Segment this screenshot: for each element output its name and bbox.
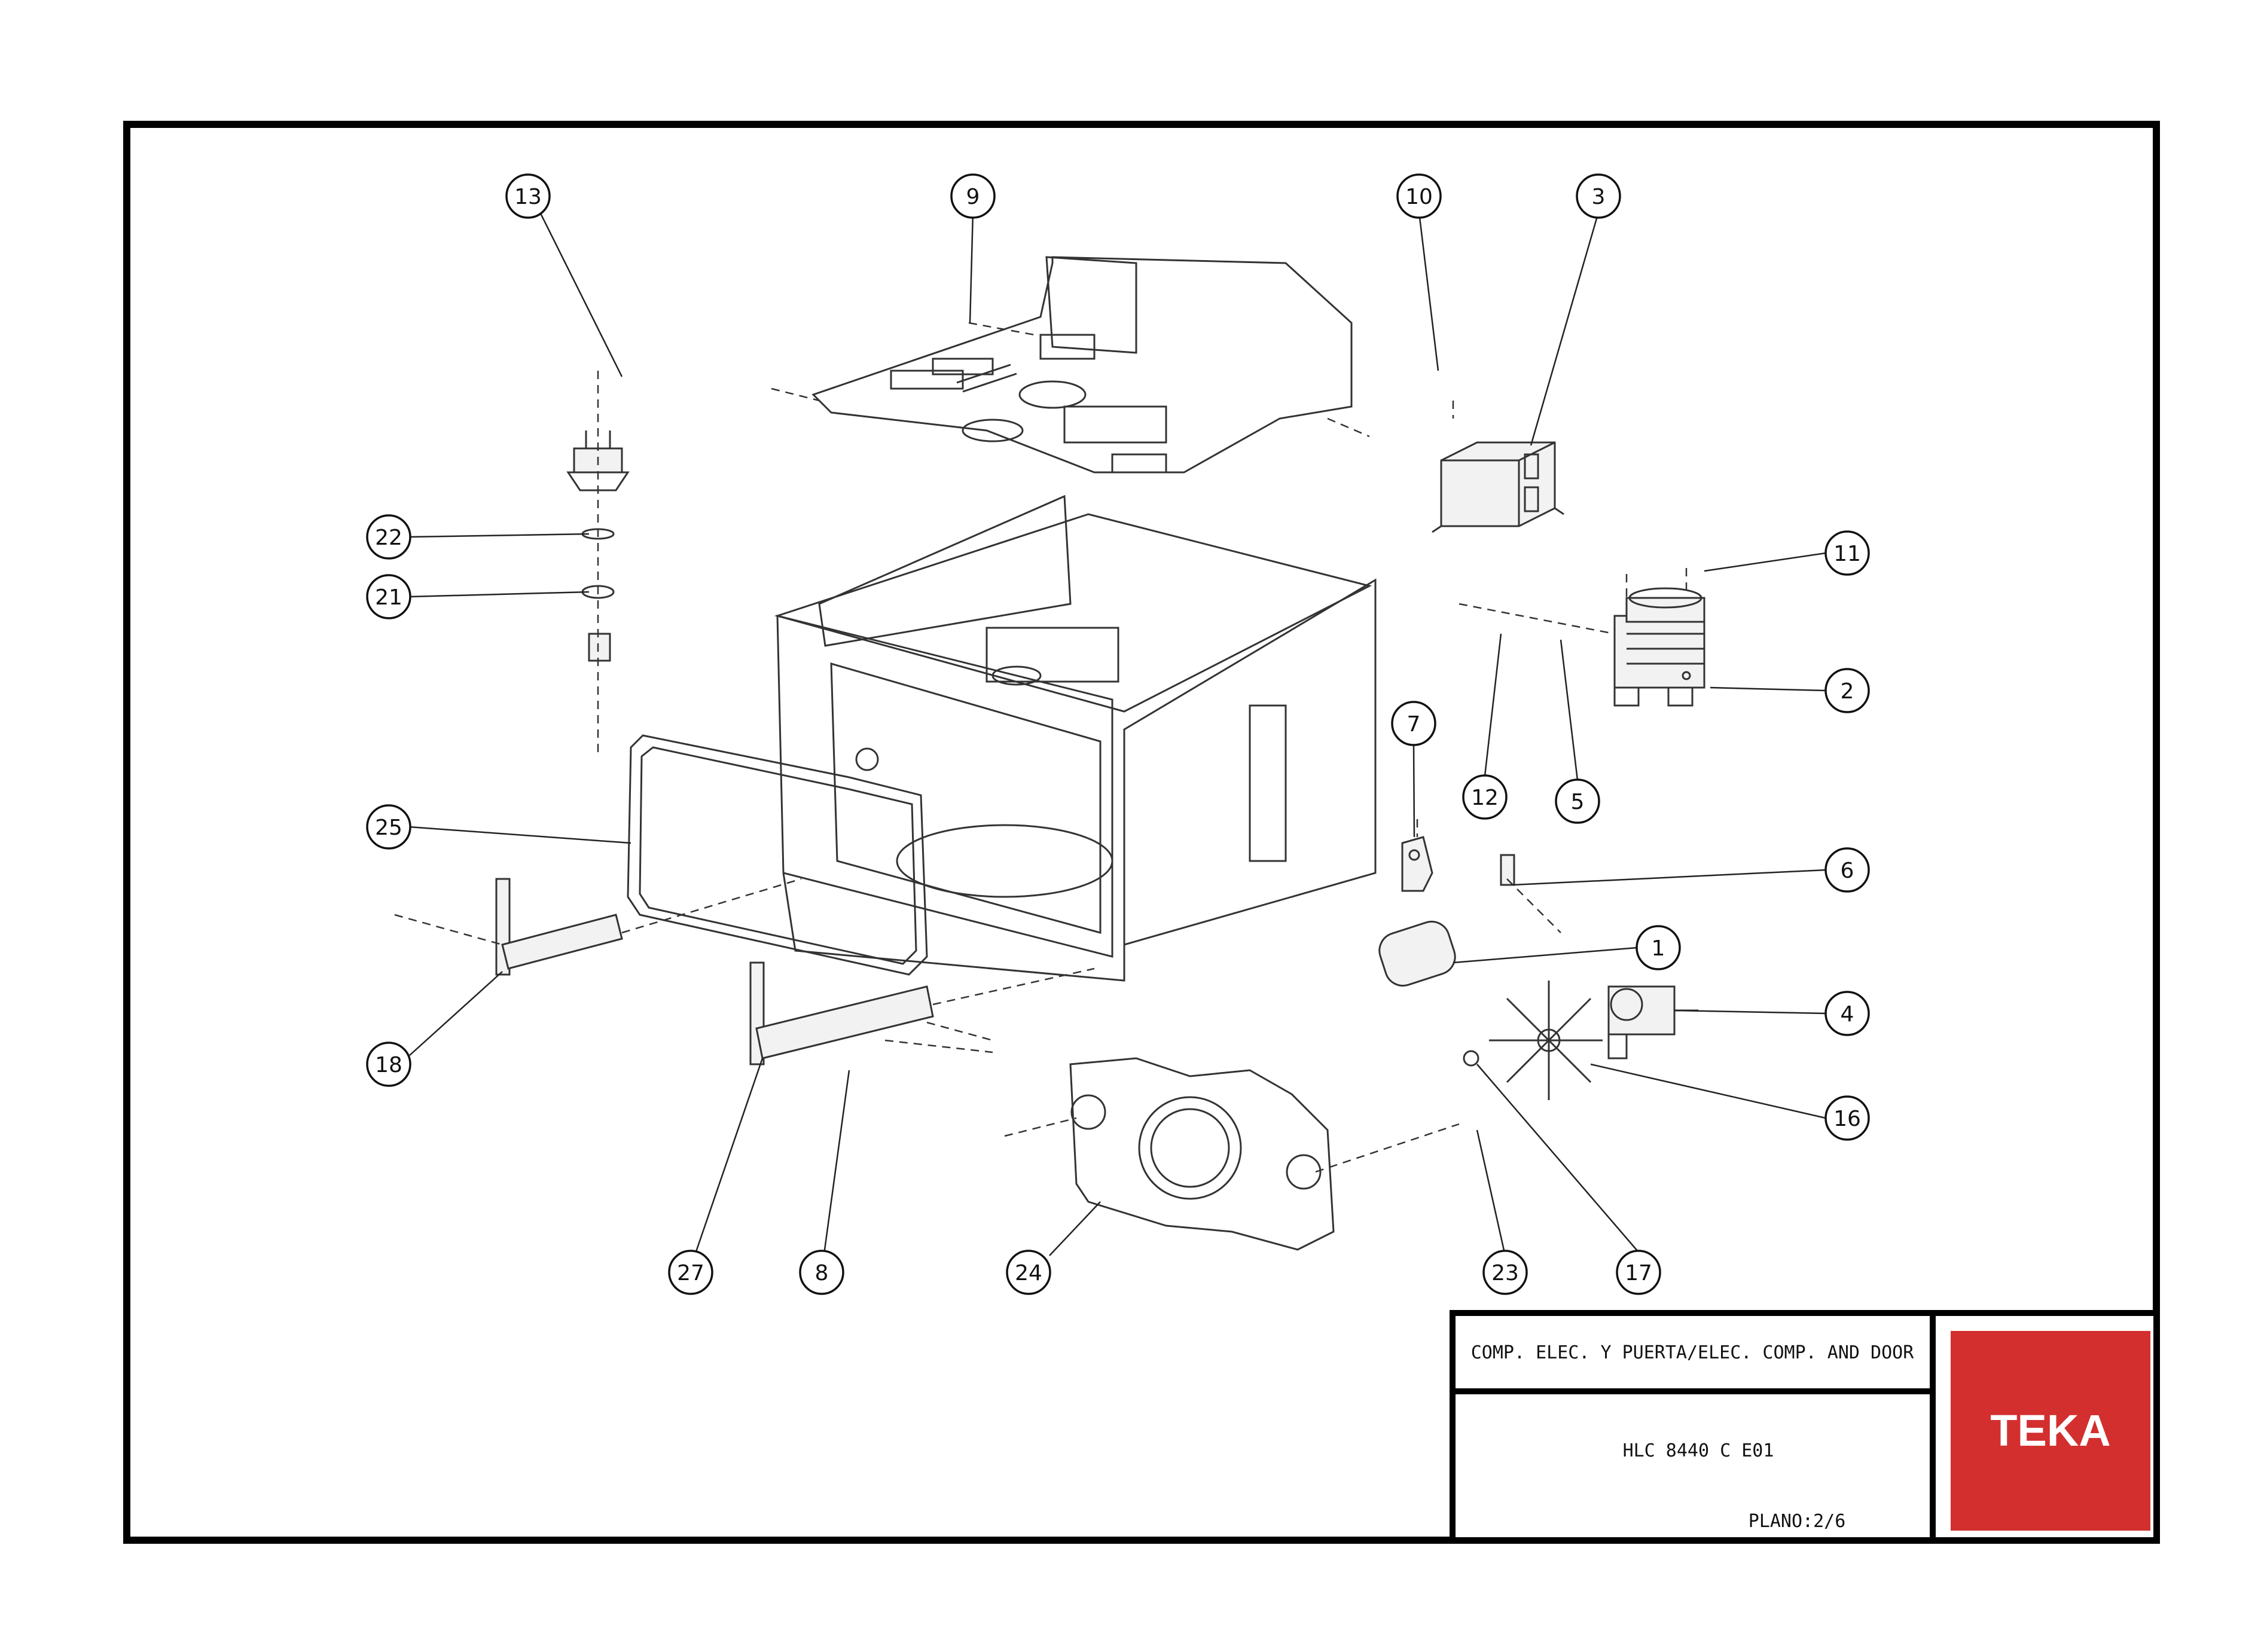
- callout-9: 9: [950, 173, 996, 219]
- title-block: COMP. ELEC. Y PUERTA/ELEC. COMP. AND DOO…: [1450, 1310, 2159, 1543]
- callout-7: 7: [1391, 701, 1436, 746]
- rear-cover: [1004, 1057, 1460, 1251]
- fan-motor: [1607, 985, 1698, 1059]
- screw-guides: [771, 322, 1688, 933]
- model-number: HLC 8440 C E01: [1623, 1440, 1774, 1461]
- callout-27: 27: [668, 1250, 713, 1295]
- fan-blade: [1463, 981, 1603, 1100]
- svg-text:1: 1: [1652, 936, 1665, 961]
- callout-3: 3: [1576, 173, 1621, 219]
- callout-6: 6: [1824, 847, 1870, 893]
- callout-balloons: 13 9 10 3 22 21 11 2: [366, 173, 1870, 1295]
- left-hinge: [394, 878, 802, 976]
- callout-17: 17: [1616, 1250, 1661, 1295]
- door-seal: [627, 734, 928, 976]
- svg-text:12: 12: [1471, 786, 1499, 810]
- svg-text:6: 6: [1841, 859, 1854, 883]
- svg-text:24: 24: [1015, 1261, 1042, 1285]
- parts-artwork: [394, 256, 1705, 1251]
- callout-25: 25: [366, 804, 411, 850]
- callout-11: 11: [1824, 530, 1870, 576]
- callout-4: 4: [1824, 991, 1870, 1036]
- svg-text:22: 22: [375, 526, 402, 550]
- svg-text:16: 16: [1833, 1107, 1861, 1131]
- callout-16: 16: [1824, 1095, 1870, 1141]
- svg-text:27: 27: [677, 1261, 704, 1285]
- teka-logo-text: TEKA: [1990, 1406, 2110, 1455]
- svg-text:10: 10: [1405, 185, 1433, 209]
- callout-24: 24: [1006, 1250, 1051, 1295]
- callout-22: 22: [366, 514, 411, 560]
- svg-text:4: 4: [1841, 1002, 1854, 1027]
- svg-text:5: 5: [1571, 790, 1585, 814]
- svg-text:7: 7: [1407, 712, 1421, 737]
- svg-text:9: 9: [966, 185, 980, 209]
- callout-1: 1: [1636, 925, 1681, 970]
- svg-text:18: 18: [375, 1053, 402, 1077]
- svg-text:11: 11: [1833, 542, 1861, 566]
- callout-12: 12: [1462, 774, 1508, 820]
- drawing-frame: [123, 121, 2160, 1544]
- fuse-and-brackets: [1401, 836, 1515, 892]
- callout-13: 13: [505, 173, 551, 219]
- leader-lines: [409, 212, 1826, 1259]
- svg-text:17: 17: [1625, 1261, 1652, 1285]
- callout-5: 5: [1555, 778, 1600, 824]
- svg-text:8: 8: [815, 1261, 829, 1285]
- sheet-number: PLANO:2/6: [1749, 1511, 1846, 1532]
- callout-18: 18: [366, 1042, 411, 1087]
- right-hinge: [749, 961, 1095, 1065]
- svg-text:3: 3: [1592, 185, 1606, 209]
- svg-text:13: 13: [514, 185, 542, 209]
- capacitor: [1378, 920, 1456, 987]
- svg-text:21: 21: [375, 585, 402, 610]
- callout-10: 10: [1396, 173, 1442, 219]
- drawing-description: COMP. ELEC. Y PUERTA/ELEC. COMP. AND DOO…: [1471, 1342, 1914, 1363]
- callout-23: 23: [1482, 1250, 1528, 1295]
- transformer: [1432, 441, 1564, 533]
- callout-21: 21: [366, 574, 411, 619]
- stirrer-assembly: [566, 371, 630, 753]
- callout-8: 8: [799, 1250, 844, 1295]
- teka-logo: [1951, 1331, 2150, 1531]
- callout-2: 2: [1824, 668, 1870, 713]
- svg-text:2: 2: [1841, 679, 1854, 704]
- svg-text:23: 23: [1491, 1261, 1519, 1285]
- top-cover-plate: [811, 256, 1353, 474]
- oven-cavity: [774, 494, 1377, 982]
- svg-text:25: 25: [375, 816, 402, 840]
- magnetron: [1613, 587, 1705, 707]
